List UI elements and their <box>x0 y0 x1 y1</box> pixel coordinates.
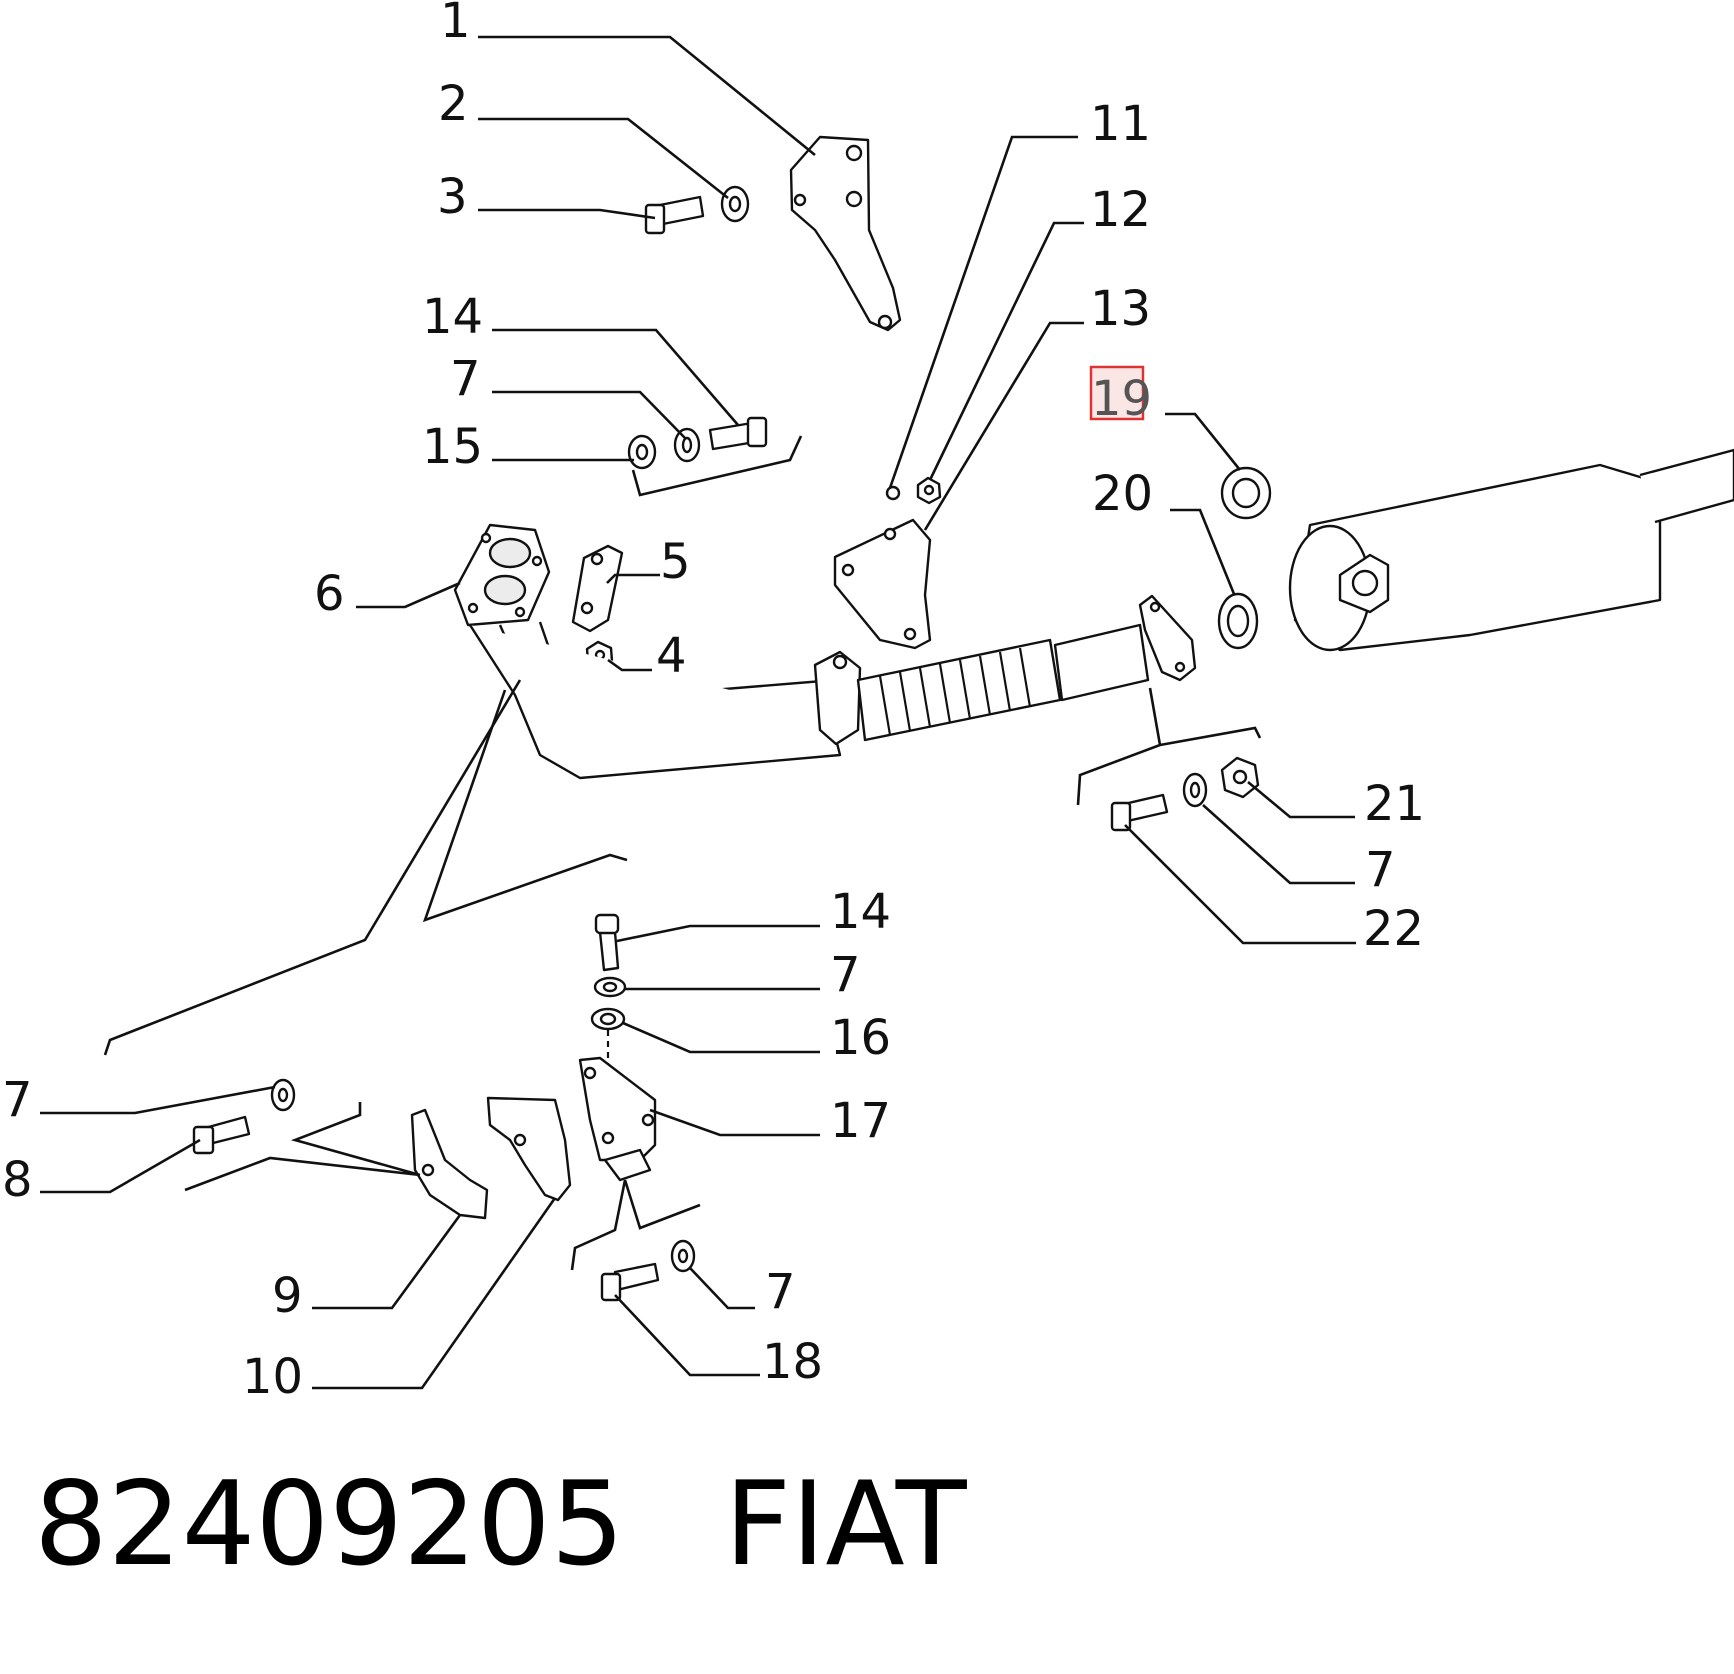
callout-7: 7 <box>450 351 481 407</box>
part-14-bolt-upper <box>708 416 768 451</box>
callout-labels: 1 2 3 14 7 15 5 6 4 11 12 13 19 20 21 7 … <box>2 0 1425 1405</box>
callout-4: 4 <box>656 628 687 684</box>
part-caption: 82409205 FIAT <box>34 1460 967 1590</box>
part-7-lockwasher-bottom <box>670 1239 696 1273</box>
leader-long-lower <box>103 679 522 1056</box>
part-11-clip <box>885 485 901 501</box>
callout-7: 7 <box>765 1264 796 1320</box>
callout-14: 14 <box>830 884 891 940</box>
part-22-bolt <box>1110 793 1169 832</box>
callout-18: 18 <box>762 1334 823 1390</box>
part-6-front-pipe <box>453 523 842 780</box>
part-1-bracket <box>789 135 902 332</box>
callout-12: 12 <box>1090 182 1151 238</box>
callout-7: 7 <box>2 1072 33 1128</box>
callout-9: 9 <box>272 1268 303 1324</box>
callout-19: 19 <box>1091 371 1152 427</box>
part-7-lockwasher-upper <box>673 427 701 463</box>
brand-name: FIAT <box>724 1457 967 1592</box>
callout-10: 10 <box>242 1349 303 1405</box>
part-7-lockwasher-right <box>1182 772 1208 808</box>
leader-lines <box>40 35 1356 1390</box>
callout-14: 14 <box>422 289 483 345</box>
part-20-gasket <box>1217 592 1259 650</box>
callout-16: 16 <box>830 1010 891 1066</box>
bracket-line-left <box>184 1102 421 1192</box>
bracket-line-bottom <box>570 1179 701 1271</box>
part-21-nut <box>1220 756 1260 799</box>
callout-15: 15 <box>422 419 483 475</box>
callout-7: 7 <box>830 947 861 1003</box>
callout-7: 7 <box>1365 842 1396 898</box>
flex-bellows <box>856 623 1150 742</box>
callout-19-highlight-box <box>1089 365 1145 421</box>
part-10-clamp-half <box>486 1096 572 1202</box>
callout-5: 5 <box>660 534 691 590</box>
part-13-hanger-bracket <box>833 518 932 650</box>
part-14-bolt-lower <box>594 913 620 972</box>
part-15-washer <box>627 434 657 470</box>
callout-17: 17 <box>830 1093 891 1149</box>
part-16-washer <box>590 1007 626 1031</box>
muffler <box>1288 448 1734 652</box>
callout-6: 6 <box>314 566 345 622</box>
bracket-line-right <box>1076 687 1262 806</box>
callout-11: 11 <box>1090 96 1151 152</box>
callout-13: 13 <box>1090 281 1151 337</box>
callout-2: 2 <box>438 76 469 132</box>
callout-22: 22 <box>1363 901 1424 957</box>
part-19-gasket <box>1220 466 1272 520</box>
pipe-clamp-joint <box>813 650 862 746</box>
part-3-bolt <box>644 195 705 235</box>
part-2-washer <box>720 185 750 223</box>
part-7-lockwasher-left <box>270 1078 296 1112</box>
part-9-clamp-half <box>410 1108 489 1220</box>
part-number: 82409205 <box>34 1457 625 1592</box>
callout-21: 21 <box>1364 776 1425 832</box>
callout-3: 3 <box>437 169 468 225</box>
part-8-bolt <box>192 1115 251 1155</box>
callout-8: 8 <box>2 1152 33 1208</box>
callout-20: 20 <box>1092 466 1153 522</box>
bracket-line-upper <box>631 435 803 497</box>
pipe-outlet-flange <box>1138 594 1197 682</box>
part-5-plate <box>571 544 624 633</box>
bracket-line-middle <box>422 689 628 923</box>
part-17-bracket <box>578 1056 657 1182</box>
part-18-bolt <box>600 1262 660 1302</box>
callout-1: 1 <box>440 0 471 49</box>
part-7-lockwasher-lower <box>593 976 627 998</box>
part-12-nut <box>916 476 942 505</box>
